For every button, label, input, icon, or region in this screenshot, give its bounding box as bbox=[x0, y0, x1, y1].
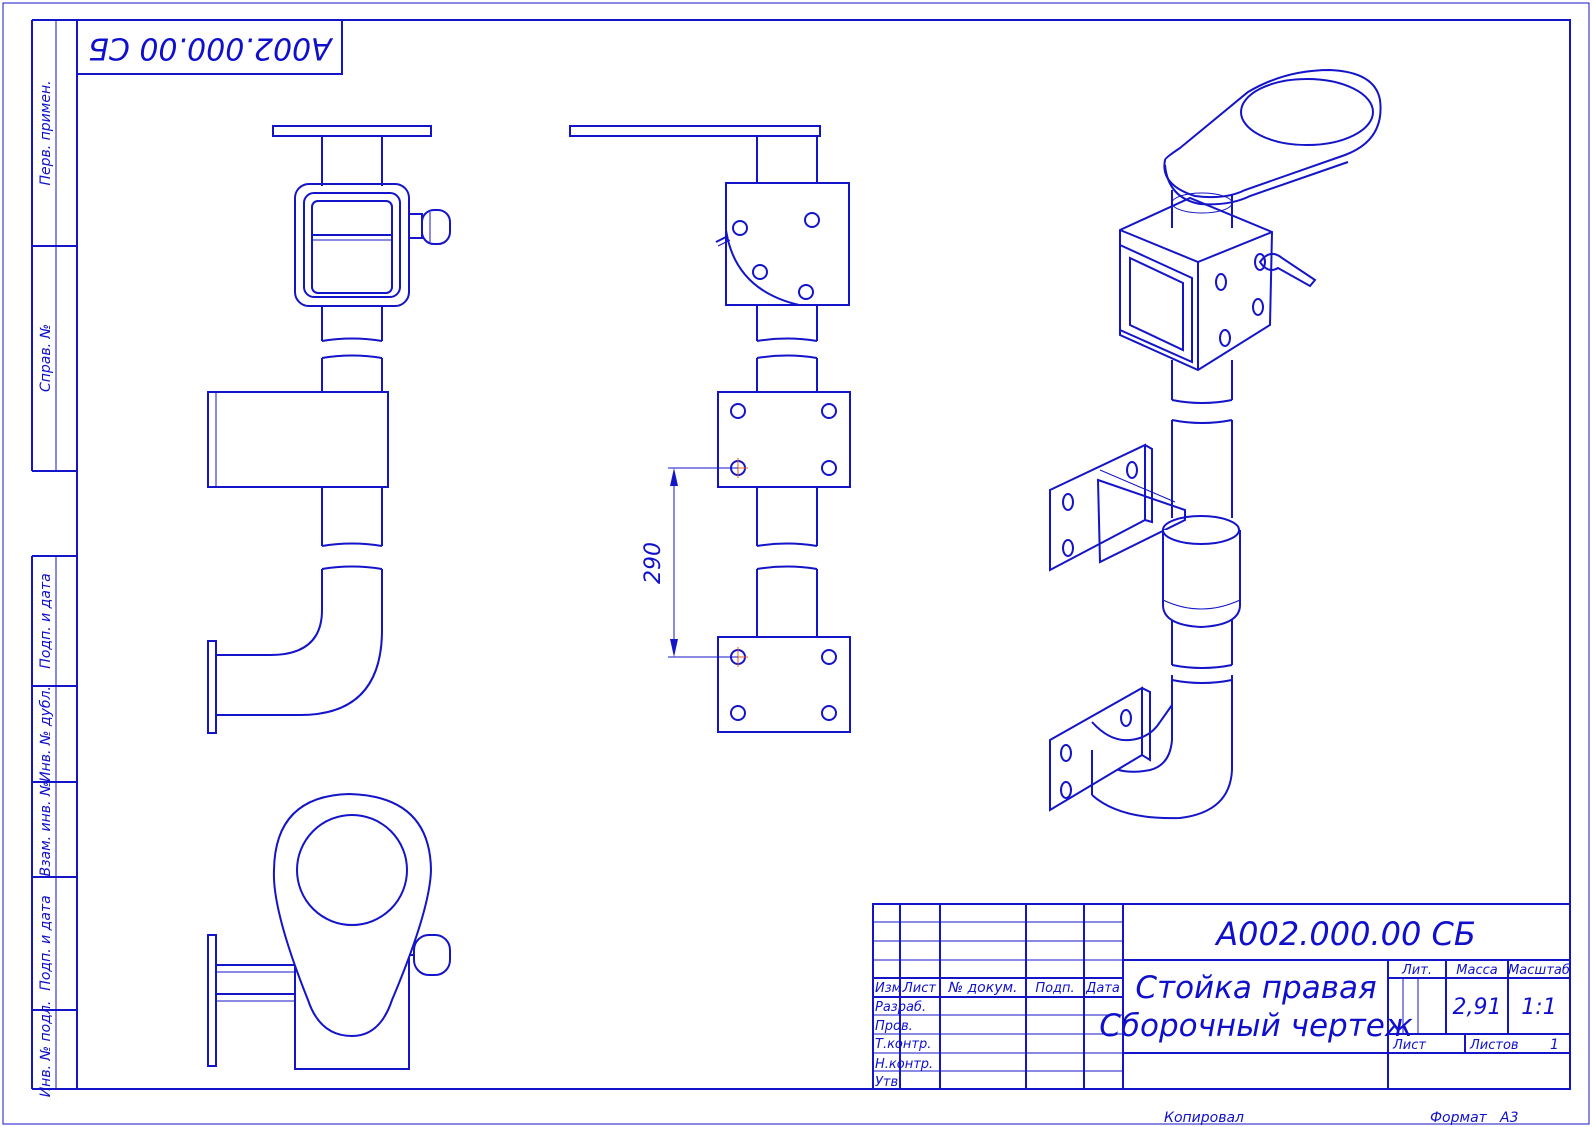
hdr-scale: Масштаб bbox=[1508, 963, 1570, 978]
hdr-signature: Подп. bbox=[1035, 981, 1074, 996]
hdr-doc-no: № докум. bbox=[947, 980, 1017, 996]
stamp-podp-data-1: Подп. и дата bbox=[38, 573, 54, 668]
dimension-290: 290 bbox=[641, 467, 738, 658]
hdr-sheets-label: Листов bbox=[1469, 1038, 1519, 1053]
hdr-date: Дата bbox=[1085, 981, 1120, 996]
drawing-frame bbox=[76, 19, 1571, 1090]
row-utv: Утв. bbox=[875, 1075, 902, 1090]
title-block: A002.000.00 СБ Стойка правая Сборочный ч… bbox=[872, 903, 1571, 1090]
hdr-sheet: Лист bbox=[902, 981, 936, 996]
title-code: A002.000.00 СБ bbox=[1214, 915, 1476, 953]
stamp-podp-data-2: Подп. и дата bbox=[38, 895, 54, 990]
top-view bbox=[207, 792, 451, 1070]
front-view bbox=[207, 125, 451, 734]
row-razrab: Разраб. bbox=[875, 1000, 926, 1015]
hdr-letter: Лит. bbox=[1401, 963, 1432, 978]
title-name-line2: Сборочный чертеж bbox=[1099, 1008, 1413, 1044]
side-stamp: Перв. примен. Справ. № Подп. и дата Инв.… bbox=[31, 19, 77, 1098]
hdr-change: Изм. bbox=[875, 981, 906, 996]
format-value: A3 bbox=[1499, 1110, 1518, 1126]
mass-value: 2,91 bbox=[1453, 995, 1502, 1020]
row-nkontr: Н.контр. bbox=[875, 1057, 933, 1072]
copied-by-label: Копировал bbox=[1164, 1110, 1244, 1126]
row-prov: Пров. bbox=[875, 1019, 913, 1034]
isometric-view bbox=[1049, 68, 1382, 820]
stamp-inv-podl: Инв. № подл. bbox=[38, 1001, 54, 1098]
sheets-total: 1 bbox=[1550, 1037, 1559, 1053]
hdr-sheet-label: Лист bbox=[1392, 1038, 1426, 1053]
stamp-sprav-no: Справ. № bbox=[38, 324, 54, 392]
format-label: Формат bbox=[1430, 1110, 1488, 1126]
top-designation-box: A002.000.00 СБ bbox=[76, 19, 343, 75]
title-name-line1: Стойка правая bbox=[1135, 970, 1376, 1006]
hdr-mass: Масса bbox=[1456, 963, 1497, 978]
top-designation-code: A002.000.00 СБ bbox=[88, 31, 333, 66]
stamp-vzam-inv: Взам. инв. № bbox=[38, 781, 54, 876]
dimension-value: 290 bbox=[641, 542, 666, 584]
side-view bbox=[569, 125, 851, 733]
row-tkontr: Т.контр. bbox=[875, 1037, 931, 1052]
stamp-inv-dubl: Инв. № дубл. bbox=[38, 686, 54, 782]
stamp-perv-primen: Перв. примен. bbox=[38, 80, 54, 185]
scale-value: 1:1 bbox=[1521, 995, 1556, 1020]
